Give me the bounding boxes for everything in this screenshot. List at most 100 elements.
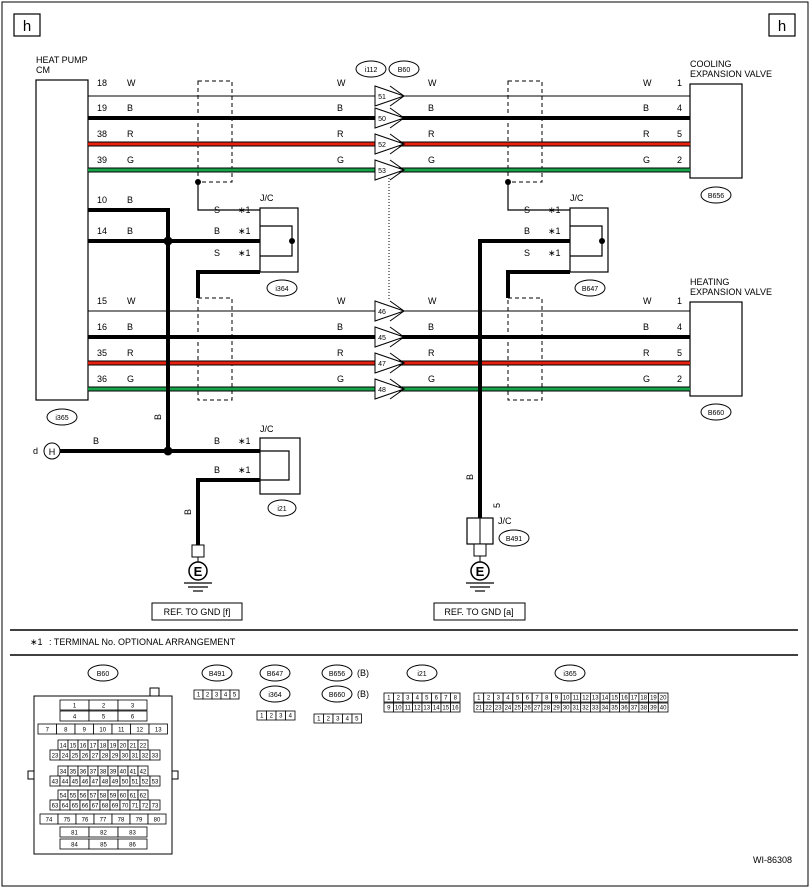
- h-terminal-text: H: [49, 447, 56, 457]
- footnote-text: : TERMINAL No. OPTIONAL ARRANGEMENT: [49, 637, 236, 647]
- svg-text:3: 3: [497, 696, 501, 702]
- heating-valve-label-1: HEATING: [690, 277, 729, 287]
- i365-pin-35: 35: [609, 702, 620, 713]
- svg-text:20: 20: [120, 744, 127, 750]
- b60-pin-28: 28: [99, 749, 111, 761]
- svg-text:42: 42: [140, 770, 147, 776]
- svg-text:17: 17: [90, 744, 97, 750]
- view-tag-i21: [406, 664, 438, 682]
- svg-text:16: 16: [80, 744, 87, 750]
- b60-pin-76: 76: [75, 813, 95, 825]
- lower-valve-pin-2: 2: [677, 374, 682, 384]
- svg-text:6: 6: [435, 696, 439, 702]
- ground-symbol-right: [466, 543, 494, 592]
- jc-left-label: J/C: [260, 193, 274, 203]
- svg-text:39: 39: [650, 706, 657, 712]
- figure-id: WI-86308: [753, 855, 792, 865]
- svg-text:2: 2: [487, 696, 491, 702]
- upper-color-19-right: B: [428, 103, 434, 113]
- b60-pin-45: 45: [69, 775, 81, 787]
- b60-pin-13: 13: [148, 723, 168, 735]
- upper-color-39-mid: G: [337, 155, 344, 165]
- svg-text:30: 30: [563, 706, 570, 712]
- lower-color-15-right: W: [428, 296, 437, 306]
- ground-symbol-left: [184, 544, 212, 592]
- svg-text:20: 20: [660, 696, 667, 702]
- upper-color-19: B: [127, 103, 133, 113]
- svg-text:11: 11: [118, 728, 125, 734]
- ground-letter-left: E: [194, 564, 203, 579]
- svg-text:85: 85: [100, 843, 107, 849]
- svg-text:25: 25: [72, 754, 79, 760]
- svg-text:79: 79: [136, 818, 143, 824]
- b60-pin-72: 72: [139, 799, 151, 811]
- svg-text:7: 7: [444, 696, 448, 702]
- b60-pin-65: 65: [69, 799, 81, 811]
- i365-pin-24: 24: [502, 702, 514, 713]
- i21-pin-6: 6: [431, 692, 442, 703]
- gnd-pin-10: 10: [97, 195, 107, 205]
- i365-pin-17: 17: [628, 692, 640, 703]
- lower-color-15-end: W: [643, 296, 652, 306]
- i365-pin-33: 33: [590, 702, 601, 713]
- ground-letter-right: E: [476, 564, 485, 579]
- lower-pin-16: 16: [97, 322, 107, 332]
- svg-text:35: 35: [611, 706, 618, 712]
- b60-pin-68: 68: [99, 799, 111, 811]
- upper-color-18: W: [127, 78, 136, 88]
- b60-pin-39: 39: [107, 765, 119, 777]
- b60-pin-44: 44: [59, 775, 71, 787]
- b60-pin-18: 18: [97, 739, 109, 751]
- svg-text:17: 17: [631, 696, 638, 702]
- svg-text:70: 70: [122, 804, 129, 810]
- shield-box-lower-right: [507, 297, 543, 401]
- view-tag-i364: [259, 685, 291, 703]
- b491-pin-3: 3: [211, 689, 222, 700]
- b60-pin-46: 46: [79, 775, 91, 787]
- b60-pin-53: 53: [149, 775, 161, 787]
- splice-dot-1: [163, 236, 173, 246]
- svg-text:29: 29: [553, 706, 560, 712]
- svg-text:28: 28: [543, 706, 550, 712]
- gnd-pin-14-color: B: [127, 226, 133, 236]
- b60-pin-40: 40: [117, 765, 129, 777]
- b656-pin-2: 2: [323, 713, 334, 724]
- b60-pin-83: 83: [117, 826, 148, 838]
- ref-gnd-right-box: [433, 602, 526, 621]
- lower-color-16-right: B: [428, 322, 434, 332]
- svg-text:1: 1: [317, 717, 321, 723]
- shield-dot-upper-right: [505, 179, 511, 185]
- lower-color-16-mid: B: [337, 322, 343, 332]
- svg-text:6: 6: [526, 696, 530, 702]
- svg-text:48: 48: [102, 780, 109, 786]
- svg-text:51: 51: [132, 780, 139, 786]
- svg-text:16: 16: [452, 706, 459, 712]
- b60-pin-82: 82: [88, 826, 119, 838]
- connector-tag-b660-text: B660: [708, 410, 724, 417]
- lower-valve-pin-5: 5: [677, 348, 682, 358]
- b60-pin-85: 85: [88, 838, 119, 850]
- i365-pin-31: 31: [570, 702, 582, 713]
- svg-text:14: 14: [602, 696, 609, 702]
- lower-color-16-end: B: [643, 322, 649, 332]
- svg-text:80: 80: [154, 818, 161, 824]
- i365-pin-39: 39: [648, 702, 659, 713]
- connector-tag-i364: [266, 279, 298, 297]
- svg-text:10: 10: [563, 696, 570, 702]
- svg-text:60: 60: [120, 794, 127, 800]
- svg-text:3: 3: [279, 714, 283, 720]
- jc-i21-label: J/C: [260, 424, 274, 434]
- upper-pin-19: 19: [97, 103, 107, 113]
- b60-pin-57: 57: [87, 789, 99, 801]
- i365-pin-3: 3: [492, 692, 504, 703]
- svg-text:76: 76: [82, 818, 89, 824]
- svg-text:11: 11: [573, 696, 580, 702]
- upper-color-18-end: W: [643, 78, 652, 88]
- b60-pin-9: 9: [74, 723, 94, 735]
- svg-text:40: 40: [120, 770, 127, 776]
- upper-valve-pin-2: 2: [677, 155, 682, 165]
- b60-pin-77: 77: [93, 813, 113, 825]
- ref-gnd-right: REF. TO GND [a]: [444, 607, 513, 617]
